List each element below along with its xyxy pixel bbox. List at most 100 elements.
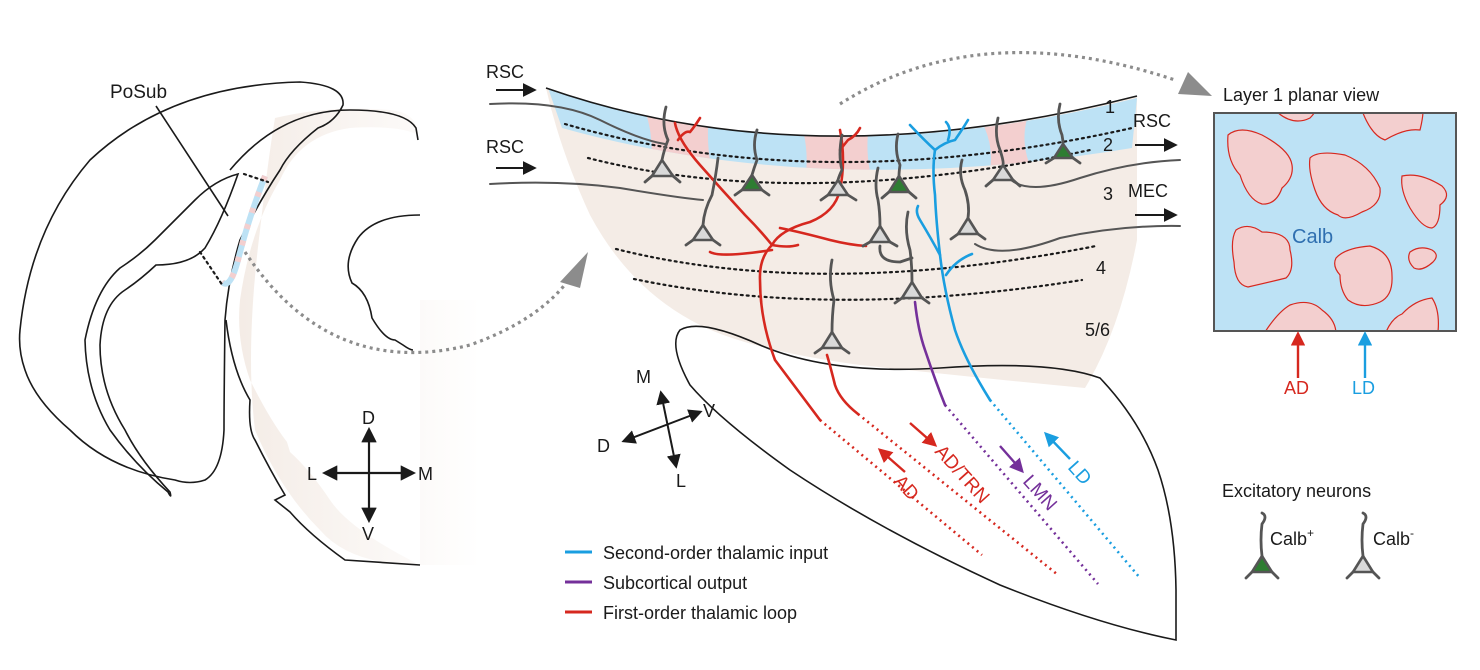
second-order-axon-branch (908, 123, 937, 152)
neuron-calb-positive (733, 128, 771, 197)
planar-view: Layer 1 planar view Calb AD LD (1213, 85, 1457, 398)
pathway-ld: LD (1044, 431, 1095, 489)
compass-laminar-down: L (676, 471, 686, 491)
noncalb-patch (1231, 225, 1293, 288)
planar-view-title: Layer 1 planar view (1223, 85, 1380, 105)
neuron-legend-label: Calb- (1373, 526, 1414, 549)
zoom-arrow-to-laminar (243, 251, 572, 355)
cortex-shape (18, 81, 344, 484)
first-order-axon-dotted (819, 419, 983, 556)
legend-item-subcortical: Subcortical output (565, 573, 747, 593)
neuron-legend-title: Excitatory neurons (1222, 481, 1371, 501)
layer-label-2: 2 (1103, 135, 1113, 155)
noncalb-patch (1401, 174, 1448, 229)
layer-label-5-6: 5/6 (1085, 320, 1110, 340)
compass-laminar-left: D (597, 436, 610, 456)
layer-boundary-2-3 (586, 148, 1092, 185)
mec-output-fiber (974, 224, 1181, 252)
lateral-ventricle (84, 172, 240, 497)
subcortical-axon (913, 300, 947, 407)
noncalb-patch (1264, 301, 1337, 331)
pathway-arrow-ad-trn (909, 422, 938, 447)
posub-dashed-top (242, 172, 270, 184)
pathway-lmn: LMN (999, 445, 1061, 515)
input-label-rsc-1: RSC (486, 62, 524, 82)
compass-laminar-up: M (636, 367, 651, 387)
first-order-axon-2 (825, 353, 860, 416)
calb-label: Calb (1292, 226, 1333, 248)
posub-pointer (155, 105, 229, 217)
output-label-mec: MEC (1128, 181, 1168, 201)
planar-input-label-ld: LD (1352, 378, 1375, 398)
compass-coronal-left: L (307, 464, 317, 484)
layer-label-3: 3 (1103, 184, 1113, 204)
neuron-legend: Excitatory neurons Calb+ Calb- (1222, 481, 1414, 580)
first-order-axon-branch (676, 116, 702, 142)
compass-laminar: M L D V (597, 367, 715, 491)
legend-label: First-order thalamic loop (603, 603, 797, 623)
pathway-ad-trn: AD/TRN (909, 422, 993, 508)
planar-input-label-ad: AD (1284, 378, 1309, 398)
layer-label-1: 1 (1105, 97, 1115, 117)
compass-coronal-up: D (362, 408, 375, 428)
pathway-arrow-ld (1044, 431, 1071, 460)
pathway-legend: Second-order thalamic input Subcortical … (565, 543, 828, 623)
legend-label: Second-order thalamic input (603, 543, 828, 563)
legend-label: Subcortical output (603, 573, 747, 593)
neuron-calb-negative (893, 210, 931, 305)
layer-label-4: 4 (1096, 258, 1106, 278)
neuron-calb-negative (684, 156, 722, 247)
output-label-rsc: RSC (1133, 111, 1171, 131)
posub-dashed-bottom (198, 250, 225, 288)
second-order-axon-dotted (989, 399, 1141, 579)
compass-coronal-right: M (418, 464, 433, 484)
neuron-calb-negative (819, 133, 858, 202)
first-order-axon-branch (673, 121, 774, 247)
legend-item-first-order: First-order thalamic loop (565, 603, 797, 623)
compass-coronal-down: V (362, 524, 374, 544)
first-order-axon-branch (778, 226, 868, 248)
neuron-calb-negative (643, 105, 682, 184)
first-order-axon-branch (838, 126, 862, 152)
compass-laminar-right: V (703, 401, 715, 421)
noncalb-patch (1408, 247, 1437, 270)
neuron-calb-positive (880, 132, 918, 200)
neuron-calb-negative (861, 166, 914, 264)
second-order-axon-branch (915, 204, 942, 257)
first-order-axon-branch (708, 243, 800, 256)
noncalb-patch (1385, 297, 1439, 331)
zoom-arrow-to-planar (839, 50, 1176, 106)
neuron-calb-negative (813, 258, 851, 355)
zoom-arrowhead-laminar (560, 252, 588, 288)
noncalb-patch (1277, 113, 1315, 122)
neuron-calb-negative (949, 158, 987, 241)
pyramidal-neurons (643, 102, 1082, 355)
posub-band-pink (219, 174, 268, 287)
compass-coronal: D V L M (307, 408, 433, 544)
noncalb-patches (1227, 113, 1448, 331)
legend-item-second-order: Second-order thalamic input (565, 543, 828, 563)
neuron-calb-negative (984, 116, 1022, 188)
white-matter (674, 325, 1177, 641)
medial-tissue (239, 108, 480, 565)
neuron-calb-positive (1044, 102, 1082, 165)
zoom-arrowhead-planar (1178, 72, 1212, 96)
rsc-input-fiber-2 (489, 181, 704, 201)
pathway-label-lmn: LMN (1018, 471, 1060, 515)
medial-lower-outline (225, 319, 421, 566)
posub-label: PoSub (110, 82, 167, 103)
neuron-legend-label: Calb+ (1270, 526, 1314, 549)
second-order-axon-branch (944, 252, 974, 277)
neuron-legend-calb-positive: Calb+ (1244, 511, 1314, 580)
pathway-arrow-lmn (999, 445, 1024, 474)
pial-surface (545, 87, 1138, 137)
planar-view-box (1213, 112, 1457, 332)
layer-boundary-4-5 (632, 277, 1084, 301)
pathway-ad: AD (877, 448, 923, 505)
coronal-section: PoSub D V L M (18, 81, 480, 566)
layer-boundary-3-4 (614, 244, 1098, 275)
second-order-axon-branch (944, 120, 951, 142)
input-label-rsc-2: RSC (486, 137, 524, 157)
second-order-axon-branch (933, 118, 970, 152)
